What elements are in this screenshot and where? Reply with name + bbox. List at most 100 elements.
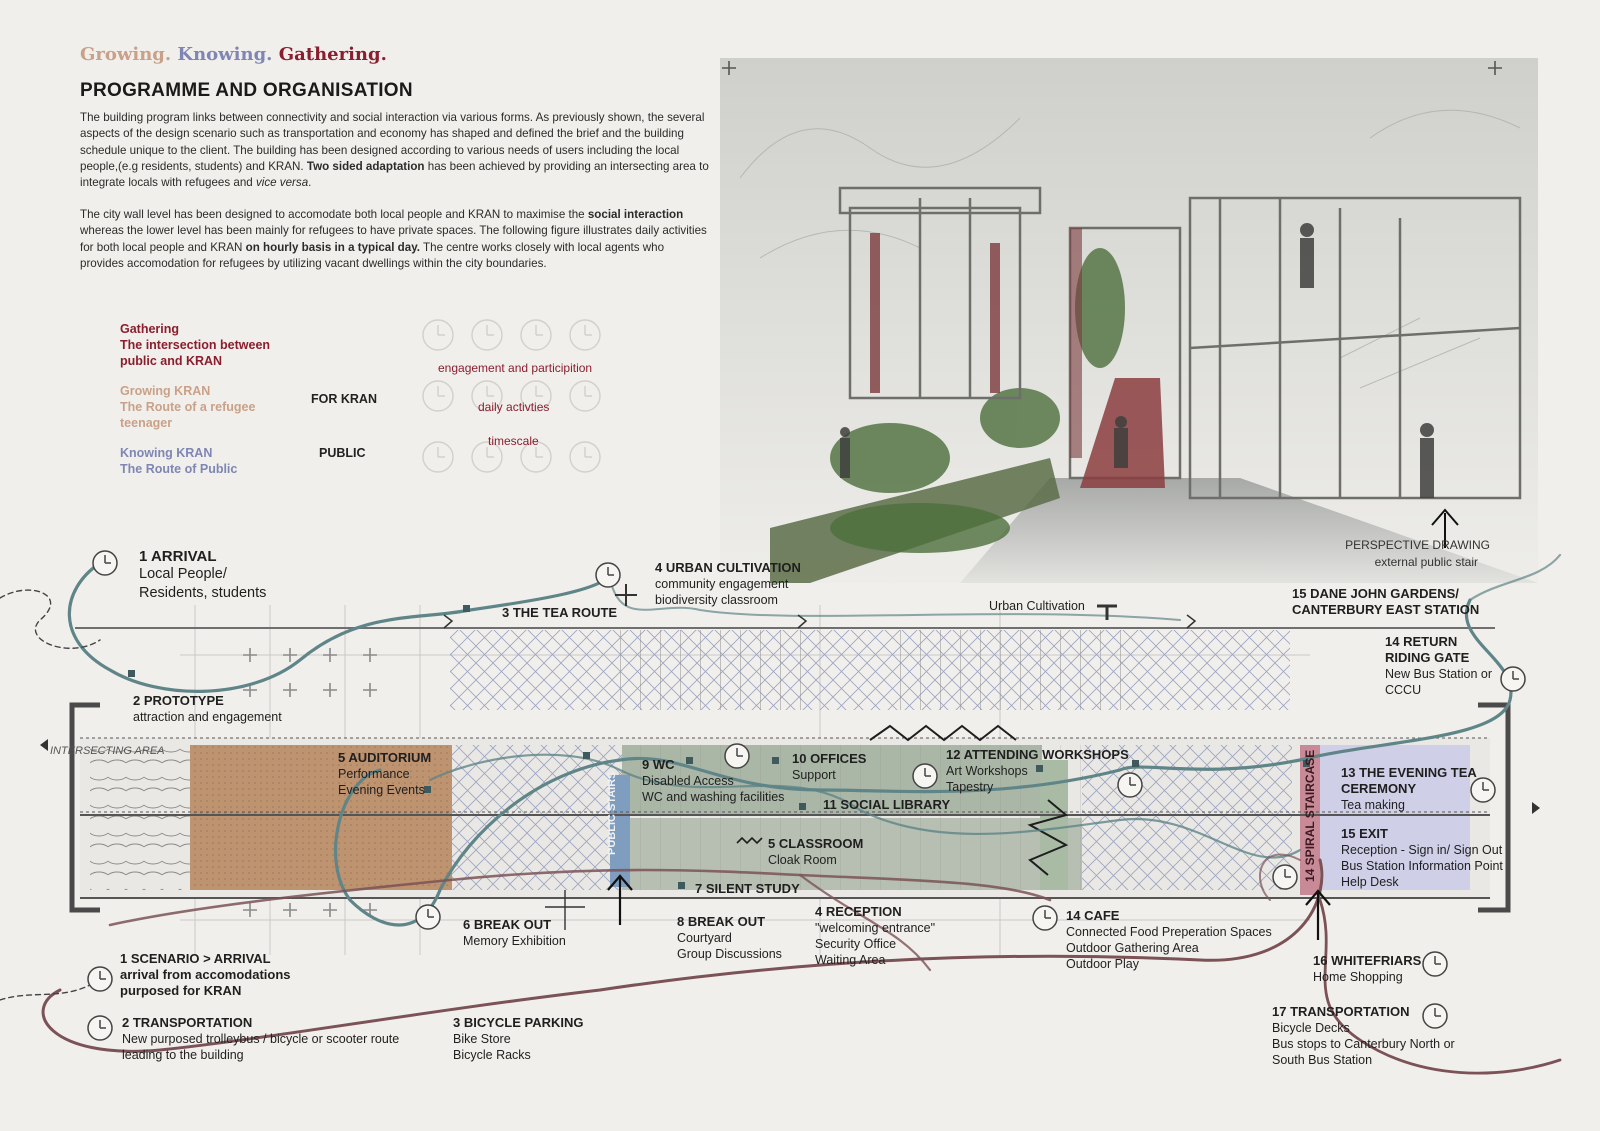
label-9-wc: 9 WC Disabled Access WC and washing faci…: [642, 757, 784, 805]
clock-icon: [415, 904, 441, 930]
up-arrow-icon: [1305, 889, 1331, 940]
route-lines: [0, 553, 1562, 1075]
label-title: 13 THE EVENING TEA: [1341, 765, 1477, 780]
label-title: CANTERBURY EAST STATION: [1292, 602, 1480, 617]
clock-icon: [912, 763, 938, 789]
label-sub: Bicycle Decks: [1272, 1021, 1350, 1035]
label-title: 14 CAFE: [1066, 908, 1120, 923]
label-5-classroom: 5 CLASSROOM Cloak Room: [768, 836, 863, 868]
clock-icon: [471, 319, 503, 351]
label-7-silent-study: 7 SILENT STUDY: [695, 881, 800, 897]
clock-icon: [1500, 666, 1526, 692]
label-8-break-out: 8 BREAK OUT Courtyard Group Discussions: [677, 914, 782, 962]
label-sub: Group Discussions: [677, 947, 782, 961]
label-sub: Disabled Access: [642, 774, 734, 788]
perspective-drawing: [720, 58, 1538, 583]
para1-text-c: has been achieved by providing an inters…: [80, 159, 709, 190]
label-sub: Tapestry: [946, 780, 994, 794]
clock-icon: [1117, 772, 1143, 798]
legend-for-kran: FOR KRAN: [311, 392, 377, 406]
label-urban-cultivation: Urban Cultivation: [989, 598, 1085, 614]
label-14-return-riding-gate: 14 RETURN RIDING GATE New Bus Station or…: [1385, 634, 1492, 698]
label-title: 7 SILENT STUDY: [695, 881, 800, 896]
para2-text-e: The centre works closely with local agen…: [80, 240, 665, 270]
label-title: 5 AUDITORIUM: [338, 750, 432, 765]
label-sub: Home Shopping: [1313, 970, 1403, 984]
label-sub: Local People/: [139, 566, 227, 582]
label-10-offices: 10 OFFICES Support: [792, 751, 866, 783]
label-title: 16 WHITEFRIARS: [1313, 953, 1422, 968]
para2-bold-1: social interaction: [587, 208, 684, 221]
label-title: purposed for KRAN: [120, 983, 242, 998]
legend-clock-grid: [422, 319, 601, 473]
label-sub: attraction and engagement: [133, 710, 282, 724]
label-sub: Connected Food Preperation Spaces: [1066, 925, 1272, 939]
label-title: 2 PROTOTYPE: [133, 693, 224, 708]
clock-icon: [1422, 951, 1448, 977]
label-title: 1 SCENARIO > ARRIVAL: [120, 951, 271, 966]
legend-gathering: Gathering The intersection between publi…: [120, 321, 270, 369]
label-title: 3 THE TEA ROUTE: [502, 605, 618, 620]
tagline: Growing. Knowing. Gathering.: [80, 44, 387, 65]
page-title: PROGRAMME AND ORGANISATION: [80, 80, 413, 101]
label-title: 17 TRANSPORTATION: [1272, 1004, 1410, 1019]
route-nodes: [128, 605, 1310, 889]
workshop-zigzag: [736, 724, 1069, 876]
label-sub: biodiversity classroom: [655, 593, 778, 607]
map-cross-marks: [545, 584, 1117, 930]
label-title: 1 ARRIVAL: [139, 548, 217, 565]
label-sub: Bus Station Information Point: [1341, 859, 1503, 873]
label-16-whitefriars: 16 WHITEFRIARS Home Shopping: [1313, 953, 1421, 985]
legend-engagement: engagement and participition: [438, 361, 593, 375]
second-paragraph: The city wall level has been designed to…: [80, 207, 710, 272]
label-sub: leading to the building: [122, 1048, 244, 1062]
clock-icon: [471, 380, 503, 412]
label-sub: Outdoor Gathering Area: [1066, 941, 1199, 955]
label-title: 10 OFFICES: [792, 751, 867, 766]
label-5-auditorium: 5 AUDITORIUM Performance Evening Events: [338, 750, 431, 798]
label-title: 4 URBAN CULTIVATION: [655, 560, 801, 575]
legend-knowing: Knowing KRAN The Route of Public: [120, 445, 237, 477]
photo-caption-1: PERSPECTIVE DRAWING: [1345, 538, 1490, 552]
label-title: 2 TRANSPORTATION: [122, 1015, 253, 1030]
clock-icon: [422, 441, 454, 473]
clock-icon: [471, 441, 503, 473]
label-sub: Courtyard: [677, 931, 732, 945]
legend-gathering-line3: public and KRAN: [120, 354, 223, 368]
clock-icon: [422, 380, 454, 412]
legend-growing-line2: The Route of a refugee: [120, 400, 256, 414]
label-sub: Security Office: [815, 937, 897, 951]
label-title: arrival from accomodations: [120, 967, 291, 982]
clock-icon: [520, 319, 552, 351]
label-sub: New purposed trolleybus / bicycle or sco…: [122, 1032, 400, 1046]
label-13-evening-tea: 13 THE EVENING TEA CEREMONY Tea making: [1341, 765, 1477, 813]
route-arrows: [443, 614, 1197, 629]
building-plan: [40, 702, 1540, 913]
para2-text-c: whereas the lower level has been mainly …: [80, 224, 707, 254]
label-3-tea-route: 3 THE TEA ROUTE: [502, 605, 617, 621]
tagline-growing: Growing.: [80, 44, 172, 65]
para1-italic: vice versa: [255, 176, 309, 190]
label-14-cafe: 14 CAFE Connected Food Preperation Space…: [1066, 908, 1272, 972]
label-12-attending-workshops: 12 ATTENDING WORKSHOPS Art Workshops Tap…: [946, 747, 1129, 795]
label-sub: South Bus Station: [1272, 1053, 1373, 1067]
label-title: 3 BICYCLE PARKING: [453, 1015, 584, 1030]
legend-daily: daily activties: [478, 400, 550, 414]
stair-arrows: [607, 874, 1331, 940]
clock-icon: [87, 966, 113, 992]
tagline-gathering: Gathering.: [278, 44, 387, 65]
label-sub: WC and washing facilities: [642, 790, 785, 804]
label-title: 15 EXIT: [1341, 826, 1388, 841]
label-sub: community engagement: [655, 577, 789, 591]
label-title: CEREMONY: [1341, 781, 1417, 796]
legend-knowing-line1: Knowing KRAN: [120, 446, 213, 460]
para1-bold: Two sided adaptation: [306, 159, 425, 173]
label-title: 12 ATTENDING WORKSHOPS: [946, 747, 1129, 762]
label-1-scenario-arrival: 1 SCENARIO > ARRIVAL arrival from accomo…: [120, 951, 291, 999]
label-title: 14 RETURN: [1385, 634, 1458, 649]
label-1-arrival: 1 ARRIVAL Local People/ Residents, stude…: [139, 549, 266, 603]
clock-icon: [595, 562, 621, 588]
para2-bold-2: on hourly basis in a typical day.: [245, 240, 421, 254]
clock-icon: [92, 550, 118, 576]
